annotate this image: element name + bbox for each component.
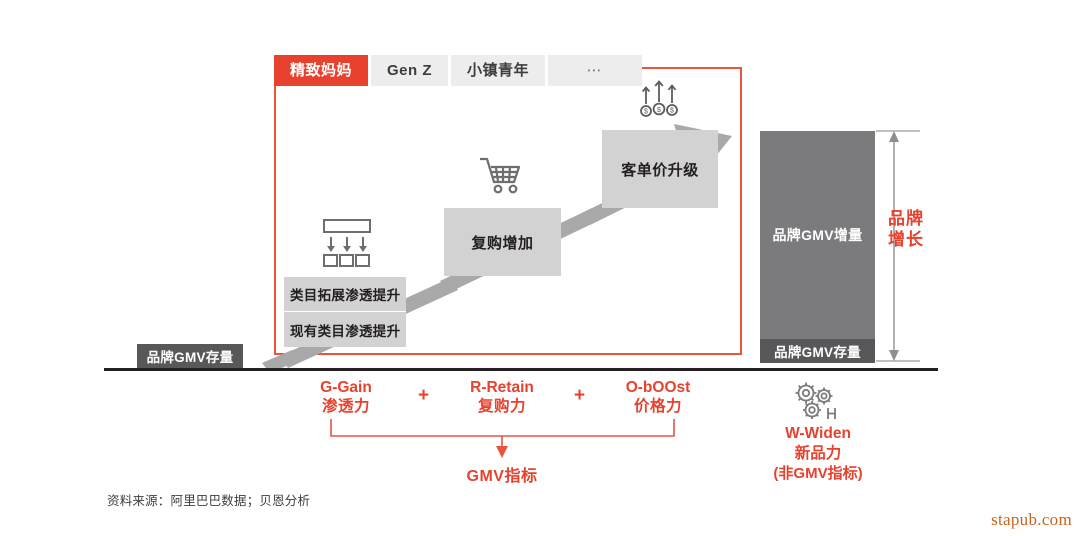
brand-growth-label: 品牌 增长 <box>884 208 928 250</box>
step-penetration-existing-box: 现有类目渗透提升 <box>284 312 406 347</box>
gmv-stock-segment: 品牌GMV存量 <box>760 339 875 363</box>
driver-retain-en: R-Retain <box>470 379 534 396</box>
segment-tab-1[interactable]: Gen Z <box>371 55 449 86</box>
segment-tabs[interactable]: 精致妈妈 Gen Z 小镇青年 ⋯ <box>274 55 643 86</box>
brand-growth-label-line1: 品牌 <box>888 209 924 228</box>
segment-tab-more[interactable]: ⋯ <box>548 55 643 86</box>
driver-gain: G-Gain 渗透力 <box>292 378 400 416</box>
step-repurchase-box: 复购增加 <box>444 208 561 276</box>
driver-boost: O-bOOst 价格力 <box>604 378 712 416</box>
watermark: stapub.com <box>991 510 1072 529</box>
brand-growth-measure-arrow <box>876 130 920 362</box>
gmv-stock-left-pill: 品牌GMV存量 <box>137 344 243 368</box>
driver-widen-en: W-Widen <box>785 425 851 442</box>
driver-widen: W-Widen 新品力 (非GMV指标) <box>744 424 892 484</box>
driver-boost-cn: 价格力 <box>633 398 682 415</box>
svg-text:$: $ <box>670 108 674 115</box>
step-price-label: 客单价升级 <box>621 161 699 179</box>
gears-icon <box>790 380 842 427</box>
driver-retain-cn: 复购力 <box>477 398 526 415</box>
driver-widen-sub: (非GMV指标) <box>773 465 863 482</box>
segment-tab-2[interactable]: 小镇青年 <box>451 55 546 86</box>
driver-widen-cn: 新品力 <box>794 445 842 462</box>
chart-baseline <box>104 368 938 371</box>
operator-plus-1: + <box>418 385 430 406</box>
source-note: 资料来源：阿里巴巴数据；贝恩分析 <box>107 494 311 508</box>
gmv-index-label: GMV指标 <box>466 468 538 485</box>
driver-gain-cn: 渗透力 <box>321 398 370 415</box>
step-penetration-expand-box: 类目拓展渗透提升 <box>284 277 406 312</box>
segment-tab-0[interactable]: 精致妈妈 <box>274 55 369 86</box>
operator-plus-2: + <box>574 385 586 406</box>
step-price-box: 客单价升级 <box>602 130 718 208</box>
brand-gmv-bar: 品牌GMV增量 品牌GMV存量 <box>760 131 875 363</box>
svg-text:$: $ <box>657 107 661 114</box>
driver-retain: R-Retain 复购力 <box>448 378 556 416</box>
step-penetration-expand-label: 类目拓展渗透提升 <box>290 288 401 303</box>
gmv-increment-label: 品牌GMV增量 <box>772 227 863 243</box>
step-repurchase-label: 复购增加 <box>471 234 534 252</box>
driver-gain-en: G-Gain <box>320 379 372 396</box>
gmv-index-bracket <box>330 419 675 458</box>
expand-distribution-icon <box>318 218 376 273</box>
gmv-increment-segment: 品牌GMV增量 <box>760 131 875 339</box>
gmv-stock-right-label: 品牌GMV存量 <box>774 345 861 360</box>
svg-text:$: $ <box>644 109 648 116</box>
gmv-stock-left-label: 品牌GMV存量 <box>146 350 234 365</box>
driver-boost-en: O-bOOst <box>625 379 691 396</box>
shopping-cart-icon <box>477 155 525 202</box>
rising-money-icon: $ $ $ <box>638 78 684 127</box>
brand-growth-label-line2: 增长 <box>888 230 924 249</box>
step-penetration-existing-label: 现有类目渗透提升 <box>290 323 401 339</box>
